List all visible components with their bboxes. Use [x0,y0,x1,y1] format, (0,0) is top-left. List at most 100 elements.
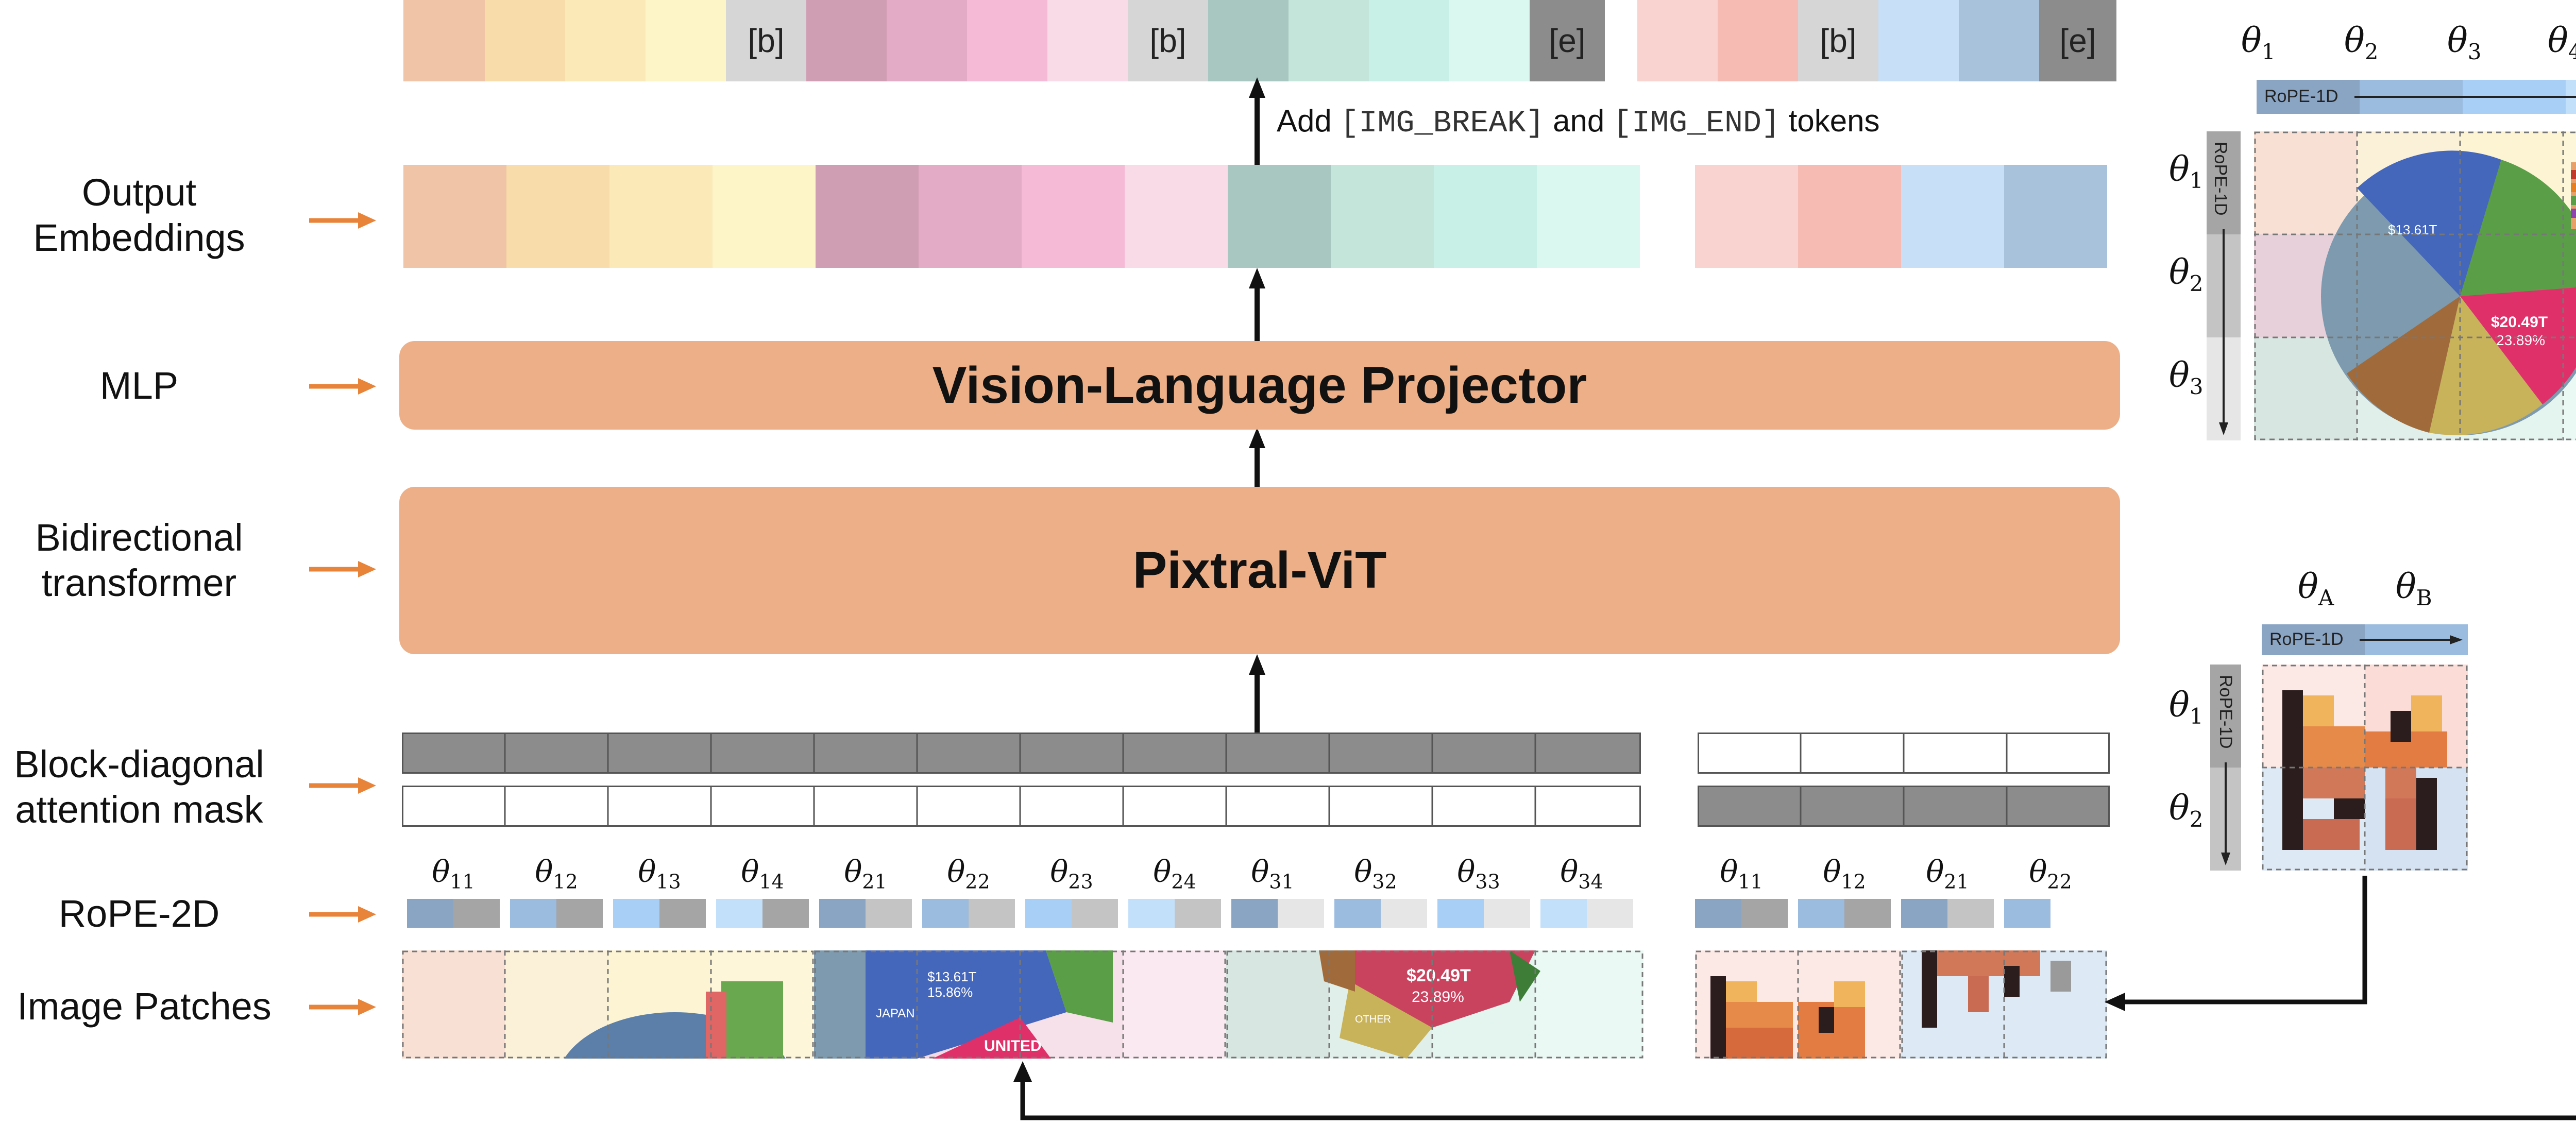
theta-col-label: θA [2298,567,2334,611]
up-arrow-icon [1249,77,1265,165]
orange-arrow-icon [309,212,376,229]
embedding [1022,165,1125,268]
theta-label: θ23 [1050,854,1093,893]
break-token: [b] [1798,0,1878,81]
theta-index: 2 [2364,39,2379,65]
rope-1d-horizontal-bar-small [2262,624,2468,655]
label-line: Output [81,171,197,214]
theta-label: θ22 [947,854,990,893]
up-arrow-icon [1013,1061,1032,1082]
embedding [1125,165,1228,268]
theta-index: 4 [2568,39,2576,65]
up-arrow-icon [1249,268,1265,343]
token [1637,0,1718,81]
theta-index: 32 [1372,870,1397,893]
theta-row-label: θ2 [2169,252,2204,297]
theta-label: θ11 [1720,854,1763,893]
theta-index: 2 [2189,807,2204,832]
rope-1d-label-vertical: RoPE-1D [2216,675,2235,749]
token [1047,0,1128,81]
theta-index: A [2318,585,2334,611]
orange-arrow-icon [309,999,376,1015]
theta-index: 3 [2189,374,2204,400]
theta-index: 21 [862,870,887,893]
caption-break-token: [IMG_BREAK] [1340,106,1545,141]
token [646,0,726,81]
svg-text:15.86%: 15.86% [927,984,973,1000]
rope-1d-label: RoPE-1D [2264,87,2338,106]
embedding [1798,165,1901,268]
embedding [713,165,816,268]
svg-text:$20.49T: $20.49T [1406,966,1471,985]
theta-col-label: θ2 [2344,21,2379,65]
theta-col-label: θ4 [2548,21,2576,64]
embedding [1434,165,1537,268]
theta-label: θ21 [844,854,887,893]
theta-col-label: θ3 [2447,21,2482,65]
caption-text: tokens [1780,104,1880,138]
svg-text:23.89%: 23.89% [1412,989,1464,1006]
label-line: Embeddings [33,216,245,259]
theta-index: 21 [1944,870,1969,893]
embedding [1331,165,1434,268]
theta-index: 1 [2261,39,2276,65]
caption-text: and [1544,104,1613,138]
label-line: Bidirectional [35,516,243,559]
theta-label: θ31 [1251,854,1294,893]
theta-index: 23 [1068,870,1093,893]
theta-index: 22 [965,870,990,893]
theta-index: 22 [2047,870,2072,893]
embedding [816,165,919,268]
embedding [1901,165,2004,268]
left-arrow-icon [2105,993,2125,1011]
embedding [609,165,713,268]
up-arrow-icon [1249,654,1265,734]
theta-index: 31 [1269,870,1294,893]
token [1718,0,1798,81]
token [565,0,646,81]
theta-label: θ24 [1153,854,1196,893]
svg-text:23.89%: 23.89% [2496,332,2545,348]
label-rope-2d: RoPE-2D [58,892,220,935]
theta-label: θ33 [1457,854,1500,893]
rope-1d-label-vertical: RoPE-1D [2211,142,2230,216]
rope-1d-label: RoPE-1D [2269,629,2344,649]
token [887,0,967,81]
token [967,0,1047,81]
theta-index: B [2416,585,2432,611]
caption-text: Add [1277,104,1341,138]
theta-row-label: θ2 [2169,788,2204,832]
label-bidirectional-transformer: Bidirectional transformer [5,515,273,606]
attention-mask-grid [1800,733,2008,827]
label-image-patches: Image Patches [17,985,272,1028]
orange-arrow-icon [309,378,376,395]
label-attention-mask: Block-diagonal attention mask [5,742,273,832]
vision-language-projector-block: Vision-Language Projector [399,341,2120,430]
token [1208,0,1289,81]
theta-index: 14 [759,870,784,893]
theta-index: 34 [1578,870,1603,893]
theta-row-label: θ1 [2169,149,2204,194]
caption-add-tokens: Add [IMG_BREAK] and [IMG_END] tokens [1277,103,1879,141]
reference-chart-grid: $13.61T $20.49T 23.89% [2254,131,2576,440]
theta-label: θ12 [535,854,578,893]
embedding [1695,165,1798,268]
embedding [1537,165,1640,268]
theta-index: 2 [2189,271,2204,297]
up-arrow-icon [1249,428,1265,487]
theta-label: θ11 [432,854,475,893]
token [485,0,565,81]
orange-arrow-icon [309,561,376,577]
theta-label: θ12 [1823,854,1866,893]
theta-label: θ32 [1354,854,1397,893]
theta-index: 1 [2189,704,2204,729]
rope-1d-horizontal-bar [2257,80,2576,114]
label-line: attention mask [15,788,263,831]
theta-index: 3 [2467,39,2482,65]
token [1878,0,1959,81]
image-patches-chart: $13.61T 15.86% JAPAN UNITED $20.49T 23.8… [402,950,1643,1059]
theta-label: θ22 [2029,854,2072,893]
theta-index: 13 [656,870,681,893]
end-token: [e] [2039,0,2116,81]
embedding [919,165,1022,268]
